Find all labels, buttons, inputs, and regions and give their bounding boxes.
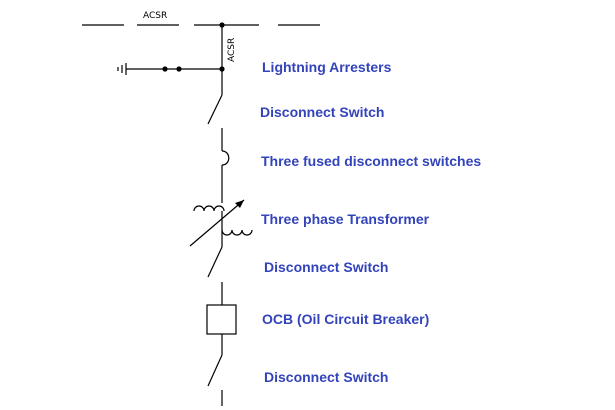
arrester-terminal-dot <box>176 66 182 72</box>
bus-junction-dot <box>219 22 225 28</box>
transformer-primary-winding <box>193 205 225 212</box>
transformer-secondary-winding <box>221 229 253 236</box>
disconnect-switch-blade <box>207 354 223 387</box>
disconnect-switch-blade <box>207 94 223 125</box>
three-phase-transformer-label: Three phase Transformer <box>261 211 430 227</box>
arrester-junction-dot <box>219 66 225 72</box>
fuse-symbol <box>221 150 230 166</box>
ocb-box <box>206 304 237 335</box>
variable-tap-arrowhead <box>235 200 244 208</box>
fused-disconnect-switches-label: Three fused disconnect switches <box>261 153 482 169</box>
disconnect-switch-blade <box>207 246 223 278</box>
disconnect-switch-label: Disconnect Switch <box>260 104 385 120</box>
variable-tap-arrow <box>189 199 245 247</box>
lightning-arresters-label: Lightning Arresters <box>262 59 392 75</box>
arrester-terminal-dot <box>162 66 168 72</box>
tap-acsr-label: ACSR <box>227 38 237 62</box>
disconnect-switch-label: Disconnect Switch <box>264 259 389 275</box>
bus-acsr-label: ACSR <box>143 11 167 21</box>
disconnect-switch-label: Disconnect Switch <box>264 369 389 385</box>
ocb-label: OCB (Oil Circuit Breaker) <box>262 311 430 327</box>
